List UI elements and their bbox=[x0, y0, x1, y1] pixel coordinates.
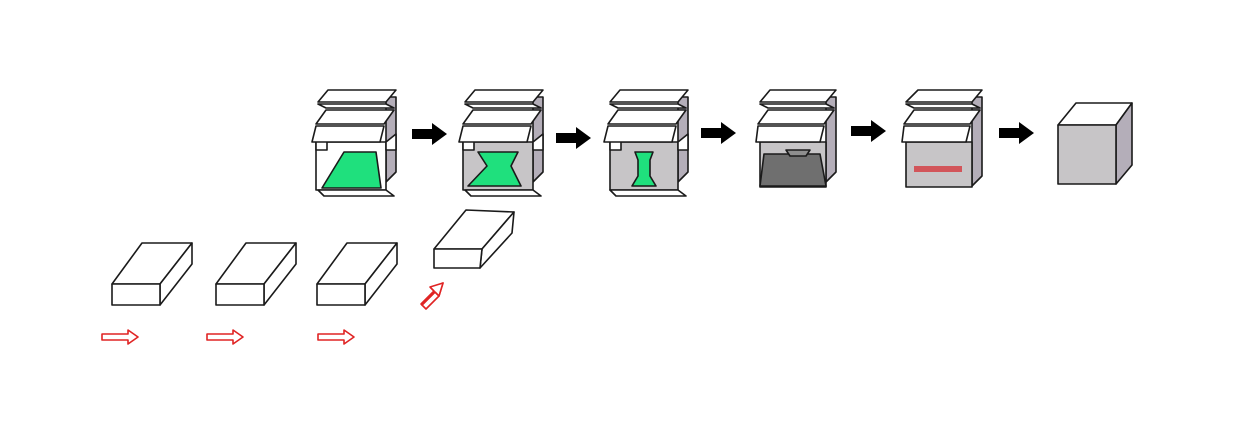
process-arrow-3 bbox=[701, 122, 736, 144]
process-arrow-1 bbox=[412, 123, 447, 145]
feed-arrow-4-diagonal bbox=[420, 282, 444, 310]
folded-bottom-flap bbox=[759, 153, 827, 187]
stage-1-open-box bbox=[311, 89, 397, 197]
feed-box-4 bbox=[433, 209, 515, 269]
feed-box-2 bbox=[215, 242, 297, 306]
stage-3-open-box bbox=[603, 89, 689, 197]
feed-box-3 bbox=[316, 242, 398, 306]
process-arrow-2 bbox=[556, 127, 591, 149]
feed-arrow-3 bbox=[317, 329, 355, 345]
process-arrow-5 bbox=[999, 122, 1034, 144]
green-insert bbox=[631, 151, 657, 187]
feed-arrow-2 bbox=[206, 329, 244, 345]
stage-4-folded-box bbox=[755, 89, 837, 188]
green-insert bbox=[467, 151, 522, 187]
feed-arrow-1 bbox=[101, 329, 139, 345]
red-tape-strip bbox=[914, 166, 962, 172]
feed-box-1 bbox=[111, 242, 193, 306]
process-arrow-4 bbox=[851, 120, 886, 142]
stage-2-open-box bbox=[458, 89, 544, 197]
stage-5-taped-box bbox=[901, 89, 983, 188]
green-insert bbox=[321, 151, 382, 189]
stage-6-closed-box bbox=[1057, 102, 1133, 185]
